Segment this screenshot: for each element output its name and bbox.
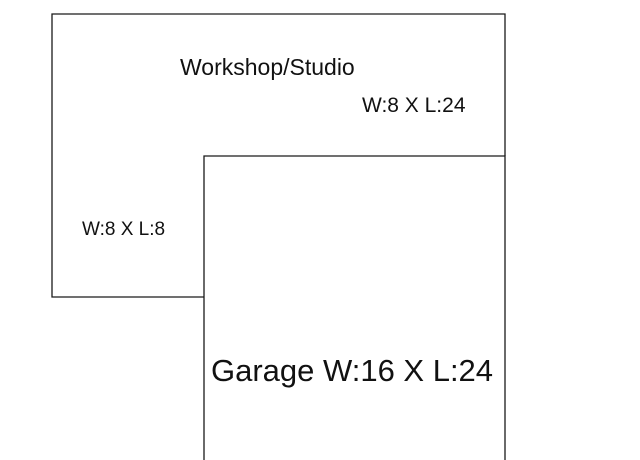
workshop-side-dimensions: W:8 X L:8 bbox=[82, 219, 165, 240]
workshop-studio-outline bbox=[51, 13, 506, 298]
garage-outline bbox=[203, 155, 506, 460]
workshop-studio-title: Workshop/Studio bbox=[180, 54, 355, 80]
garage-title: Garage W:16 X L:24 bbox=[211, 353, 493, 388]
workshop-main-dimensions: W:8 X L:24 bbox=[362, 94, 466, 117]
